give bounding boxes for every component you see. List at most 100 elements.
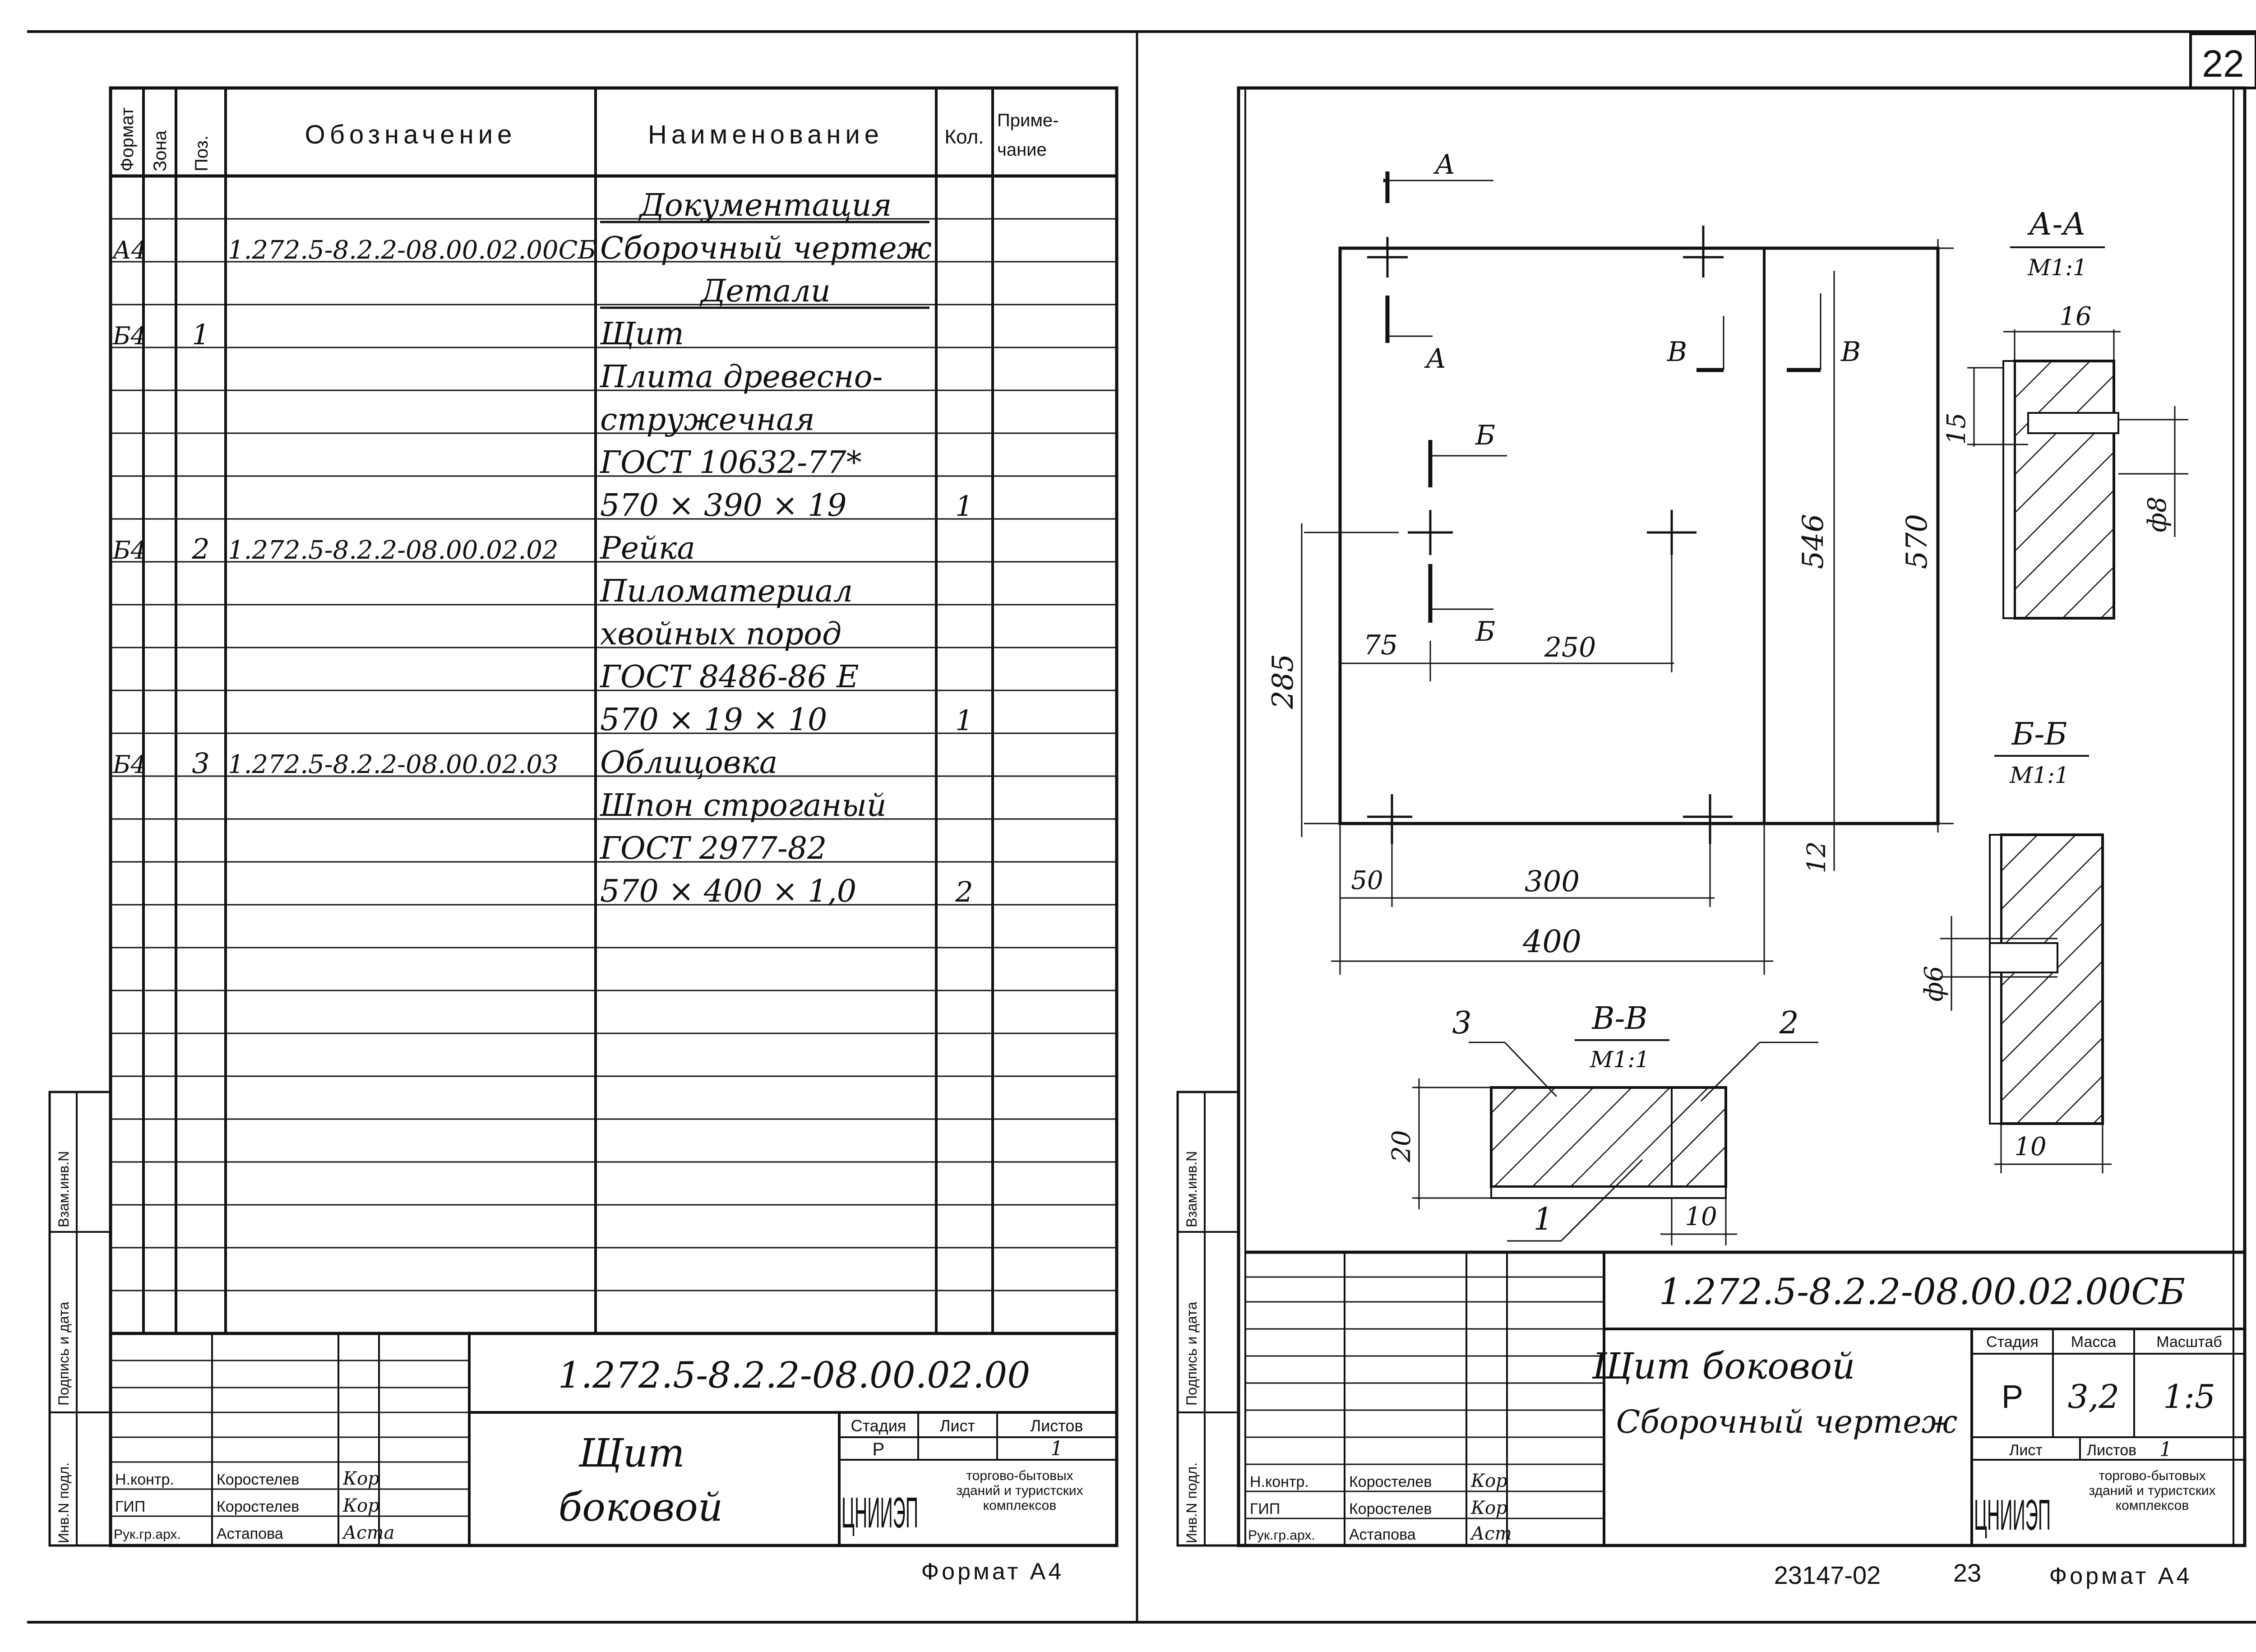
drawing-name-3: Астапова <box>1349 1526 1416 1543</box>
pos-1: 1 <box>1533 1202 1553 1237</box>
spec-row-designation: 1.272.5-8.2.2-08.00.02.03 <box>228 750 559 779</box>
spec-row-pos: 2 <box>191 532 209 565</box>
spec-row-qty: 2 <box>955 875 973 908</box>
side-label-inv-orig-r: Инв.N подл. <box>1183 1462 1200 1543</box>
spec-title-2: боковой <box>559 1485 723 1530</box>
spec-row-qty: 1 <box>955 704 973 737</box>
cut-b-label-top: Б <box>1475 420 1495 451</box>
section-vv-scale: М1:1 <box>1590 1046 1650 1073</box>
drawing-sheets: 1 <box>2159 1438 2172 1461</box>
footer-page: 23 <box>1953 1559 1981 1587</box>
section-aa: А-А М1:1 16 15 ф8 <box>1942 207 2188 620</box>
hole-marks <box>1367 226 1733 844</box>
drawing-sig-2: Кор <box>1470 1498 1507 1518</box>
side-label-sign-date-r: Подпись и дата <box>1183 1302 1200 1406</box>
spec-sig-1: Кор <box>342 1468 379 1489</box>
spec-side-stamps: Инв.N подл. Подпись и дата Взам.инв.N <box>48 1091 112 1547</box>
spec-row-name: ГОСТ 2977-82 <box>599 831 827 866</box>
section-vv: В-В М1:1 20 10 3 2 1 <box>1387 1001 1818 1245</box>
drawing-title-1: Щит боковой <box>1591 1345 1855 1387</box>
drawing-role-2: ГИП <box>1250 1500 1280 1518</box>
spec-org-text-2: зданий и туристских <box>956 1483 1083 1498</box>
dim-285: 285 <box>1267 654 1300 709</box>
cut-a: А А <box>1383 149 1493 375</box>
drawing-org-text-1: торгово-бытовых <box>2099 1468 2205 1483</box>
drawing-org-logo: ЦНИИЭП <box>1974 1491 2051 1539</box>
spec-format-note: Формат А4 <box>921 1559 1064 1585</box>
header-note-2: чание <box>997 140 1047 160</box>
header-name: Наименование <box>648 120 883 149</box>
spec-role-3: Рук.гр.арх. <box>114 1527 181 1542</box>
spec-row-name: Облицовка <box>600 745 777 781</box>
spec-sheets: 1 <box>1050 1437 1063 1460</box>
spec-row-name: Шпон строганый <box>599 788 887 824</box>
drawing-code: 1.272.5-8.2.2-08.00.02.00СБ <box>1659 1271 2185 1313</box>
spec-row-name: ГОСТ 8486-86 Е <box>599 659 859 695</box>
spec-row-format: Б4 <box>112 750 146 779</box>
spec-name-1: Коростелев <box>217 1471 299 1488</box>
drawing-sheet-label: Лист <box>2009 1442 2043 1459</box>
dim-546: 546 <box>1797 514 1830 569</box>
dim-400: 400 <box>1522 924 1581 960</box>
spec-row-name: стружечная <box>600 402 815 438</box>
drawing-mass: 3,2 <box>2068 1378 2120 1416</box>
spec-role-2: ГИП <box>115 1498 145 1515</box>
dim-20: 20 <box>1387 1130 1416 1162</box>
cut-v-label-left: В <box>1667 336 1687 368</box>
dim-10-bb: 10 <box>2014 1132 2046 1161</box>
cut-v-label-right: В <box>1840 336 1861 368</box>
main-view: 570 546 12 А А <box>1267 149 1954 975</box>
footer-code: 23147-02 <box>1774 1561 1881 1589</box>
dim-12: 12 <box>1802 841 1831 873</box>
spec-frame <box>109 86 1119 1547</box>
header-qty: Кол. <box>944 126 984 148</box>
section-aa-title: А-А <box>2027 207 2086 242</box>
section-bb-title: Б-Б <box>2011 717 2067 752</box>
spec-org-logo: ЦНИИЭП <box>841 1489 918 1537</box>
dim-570: 570 <box>1900 514 1934 569</box>
drawing-sheets-label: Листов <box>2087 1442 2136 1459</box>
section-vv-title: В-В <box>1591 1001 1648 1037</box>
cut-b: Б Б <box>1428 420 1507 648</box>
drawing-sheet-right: 22 570 546 12 <box>1176 32 2256 1589</box>
spec-sig-3: Аста <box>342 1522 394 1543</box>
spec-row-name: Рейка <box>599 531 695 566</box>
header-note-1: Приме- <box>997 111 1059 130</box>
section-aa-scale: М1:1 <box>2027 255 2087 281</box>
drawing-org-text-2: зданий и туристских <box>2089 1483 2215 1498</box>
drawing-mass-label: Масса <box>2071 1333 2117 1351</box>
spec-stage: Р <box>873 1439 885 1459</box>
spec-name-2: Коростелев <box>217 1498 299 1515</box>
spec-sheets-label: Листов <box>1031 1416 1083 1435</box>
page-number: 22 <box>2202 42 2244 85</box>
pos-3: 3 <box>1452 1005 1471 1041</box>
spec-row-name: 570 × 19 × 10 <box>600 702 827 738</box>
spec-row-name: 570 × 400 × 1,0 <box>600 874 856 909</box>
spec-stage-label: Стадия <box>851 1416 906 1435</box>
spec-row-name: Плита древесно- <box>599 359 883 395</box>
spec-name-3: Астапова <box>217 1525 283 1542</box>
cut-v: В В <box>1667 293 1861 372</box>
spec-row-qty: 1 <box>955 490 973 523</box>
dim-300: 300 <box>1525 865 1580 898</box>
drawing-org-text-3: комплексов <box>2116 1498 2189 1513</box>
header-format: Формат <box>117 107 137 171</box>
side-label-inv-orig: Инв.N подл. <box>55 1462 72 1543</box>
dim-f6: ф6 <box>1919 966 1949 1001</box>
dim-15: 15 <box>1942 412 1971 444</box>
spec-org-text-1: торгово-бытовых <box>966 1468 1073 1483</box>
cut-a-label-bottom: А <box>1424 343 1446 375</box>
header-designation: Обозначение <box>305 120 517 149</box>
header-pos: Поз. <box>192 135 212 171</box>
spec-row-pos: 1 <box>192 318 209 351</box>
spec-org-text-3: комплексов <box>983 1498 1057 1513</box>
drawing-stage-label: Стадия <box>1986 1333 2039 1351</box>
spec-title-1: Щит <box>578 1431 684 1476</box>
spec-row-pos: 3 <box>192 747 209 780</box>
spec-title-block: 1.272.5-8.2.2-08.00.02.00 Щит боковой Ст… <box>111 1332 1117 1546</box>
spec-sheet: Формат Зона Поз. Обозначение Наименовани… <box>48 86 1119 1585</box>
cut-b-label-bottom: Б <box>1475 616 1495 648</box>
drawing-format-note: Формат А4 <box>2049 1563 2192 1589</box>
cut-a-label-top: А <box>1433 149 1455 180</box>
drawing-frame <box>1237 86 2247 1547</box>
